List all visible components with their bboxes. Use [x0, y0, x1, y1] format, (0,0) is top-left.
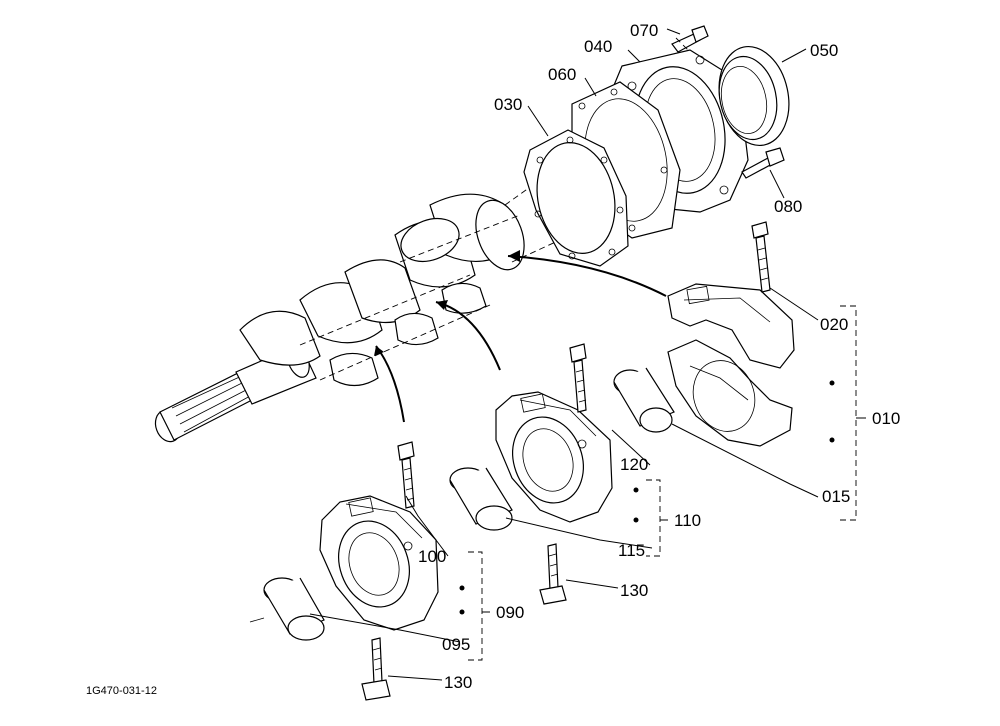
- bolt-130-upper: [539, 543, 567, 605]
- bolt-100: [397, 441, 415, 509]
- label-110: 110: [674, 511, 701, 530]
- assembly-brackets: [459, 305, 866, 661]
- leader-lines: [249, 28, 819, 681]
- bearing-case-090: [319, 495, 439, 631]
- label-040: 040: [584, 37, 612, 56]
- gasket-030: [523, 129, 629, 267]
- bearing-015: [613, 367, 675, 433]
- crankshaft: [154, 154, 601, 443]
- label-090: 090: [496, 603, 524, 622]
- label-010: 010: [872, 409, 900, 428]
- bolt-020: [751, 221, 771, 293]
- label-130-upper: 130: [620, 581, 648, 600]
- bearing-case-110: [495, 391, 613, 523]
- label-050: 050: [810, 41, 838, 60]
- label-020: 020: [820, 315, 848, 334]
- oil-seal-050: [718, 45, 790, 147]
- bearing-case-010: [667, 283, 795, 447]
- label-120: 120: [620, 455, 648, 474]
- bolt-120: [569, 343, 587, 413]
- bearing-095: [263, 577, 325, 641]
- bolt-070: [671, 25, 709, 53]
- label-115: 115: [618, 541, 645, 560]
- label-070: 070: [630, 21, 658, 40]
- label-100: 100: [418, 547, 446, 566]
- label-095: 095: [442, 635, 470, 654]
- label-080: 080: [774, 197, 802, 216]
- part-number-labels: 070 040 050 060 030 080 020 010 015 120 …: [86, 21, 900, 697]
- label-030: 030: [494, 95, 522, 114]
- assembly-arrows: [374, 250, 667, 423]
- bearing-115: [449, 467, 513, 531]
- label-060: 060: [548, 65, 576, 84]
- drawing-code: 1G470-031-12: [86, 685, 157, 697]
- label-130-lower: 130: [444, 673, 472, 692]
- bolt-080: [741, 147, 785, 179]
- label-015: 015: [822, 487, 850, 506]
- bolt-130-lower: [361, 637, 391, 701]
